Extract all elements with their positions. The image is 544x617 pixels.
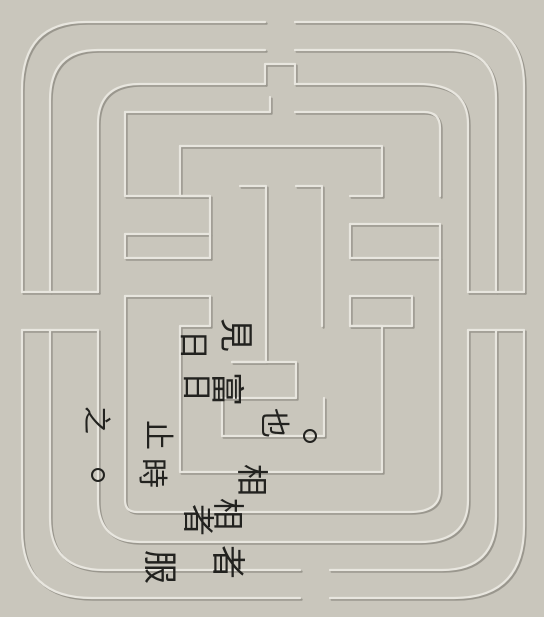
inscription-glyph: 止 bbox=[140, 420, 175, 450]
inscription-glyph: 相 bbox=[233, 463, 272, 497]
inscription-glyph: 服 bbox=[139, 550, 179, 584]
inscription-glyph: 也 bbox=[256, 408, 291, 438]
punctuation-circle-mark bbox=[303, 429, 317, 443]
inscription-glyph: 見 bbox=[215, 318, 255, 352]
inscription-glyph: 時 bbox=[134, 458, 169, 488]
inscription-glyph: 富 bbox=[206, 372, 246, 406]
inscription-glyph: 之 bbox=[80, 405, 114, 435]
inscription-glyph: 者 bbox=[207, 545, 247, 579]
inscription-glyph: 日 bbox=[178, 372, 213, 402]
punctuation-circle-mark bbox=[91, 468, 105, 482]
inscription-glyph: 相 bbox=[209, 497, 248, 531]
inscription-glyph: 日 bbox=[175, 330, 210, 360]
